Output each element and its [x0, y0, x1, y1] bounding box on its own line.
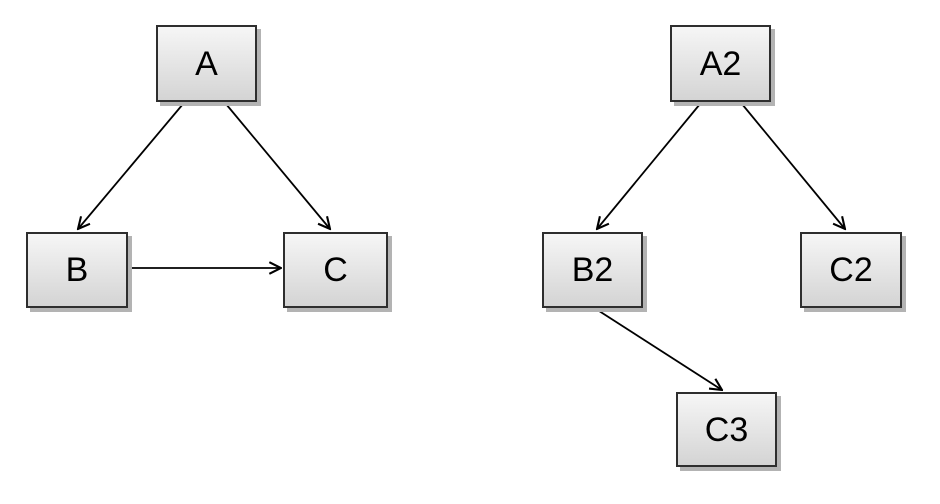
node-C[interactable]: C: [283, 232, 388, 308]
node-label: C3: [704, 410, 749, 449]
edge-B2-C3: [595, 308, 722, 390]
node-label: B2: [571, 251, 614, 289]
node-B2[interactable]: B2: [542, 232, 643, 308]
edge-A-C: [225, 103, 330, 229]
edge-A2-B2: [597, 103, 701, 229]
node-C2[interactable]: C2: [800, 232, 902, 308]
node-label: A2: [699, 44, 742, 83]
node-label: C2: [829, 251, 873, 289]
node-label: A: [195, 44, 218, 83]
node-A2[interactable]: A2: [670, 25, 771, 102]
edge-A2-C2: [741, 103, 845, 229]
node-label: C: [323, 251, 348, 289]
edge-A-B: [78, 103, 184, 229]
node-label: B: [65, 251, 89, 289]
node-A[interactable]: A: [156, 25, 257, 102]
node-C3[interactable]: C3: [676, 392, 777, 467]
node-B[interactable]: B: [26, 232, 128, 308]
